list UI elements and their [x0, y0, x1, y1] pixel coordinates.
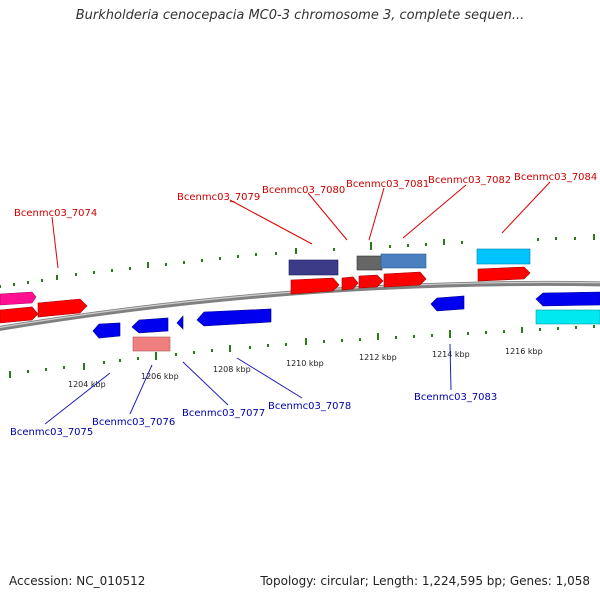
- bottom-labels: Bcenmc03_7075 Bcenmc03_7076 Bcenmc03_707…: [10, 343, 497, 438]
- gene-label-bottom[interactable]: Bcenmc03_7083: [414, 392, 497, 403]
- kbp-label: 1210 kbp: [286, 359, 324, 368]
- gene-block[interactable]: [356, 255, 383, 271]
- gene-arrow-forward[interactable]: [0, 291, 37, 306]
- kbp-label: 1206 kbp: [141, 372, 179, 381]
- leader-line: [229, 199, 313, 245]
- leader-line: [44, 372, 111, 425]
- gene-label-top[interactable]: Bcenmc03_7082: [428, 175, 511, 186]
- kbp-label: 1212 kbp: [359, 353, 397, 362]
- gene-arrow-forward[interactable]: [477, 266, 531, 282]
- leader-line: [129, 364, 153, 415]
- leader-line: [449, 343, 452, 391]
- gene-block[interactable]: [535, 309, 600, 325]
- gene-block[interactable]: [380, 253, 427, 269]
- gene-arrow-reverse[interactable]: [535, 291, 600, 307]
- accession-text: Accession: NC_010512: [9, 574, 146, 588]
- gene-block[interactable]: [476, 248, 531, 265]
- gene-arrow-reverse[interactable]: [131, 317, 169, 334]
- gene-arrow-reverse[interactable]: [430, 295, 465, 312]
- gene-label-top[interactable]: Bcenmc03_7080: [262, 185, 345, 196]
- leader-line: [402, 184, 467, 239]
- leader-line: [307, 192, 348, 241]
- leader-line: [182, 361, 229, 406]
- gene-arrow-forward[interactable]: [37, 298, 88, 318]
- map-title: Burkholderia cenocepacia MC0-3 chromosom…: [75, 8, 525, 23]
- gene-arrow-forward[interactable]: [383, 271, 427, 288]
- tick-row-bottom: [9, 325, 595, 378]
- summary-text: Topology: circular; Length: 1,224,595 bp…: [260, 574, 590, 588]
- leader-line: [368, 187, 385, 241]
- gene-label-bottom[interactable]: Bcenmc03_7075: [10, 427, 93, 438]
- leader-line: [51, 216, 59, 269]
- gene-label-top[interactable]: Bcenmc03_7079: [177, 192, 260, 203]
- gene-label-bottom[interactable]: Bcenmc03_7078: [268, 401, 351, 412]
- kbp-label: 1204 kbp: [68, 380, 106, 389]
- reverse-genes: [92, 291, 600, 352]
- gene-label-top[interactable]: Bcenmc03_7081: [346, 179, 429, 190]
- gene-arrow-forward[interactable]: [290, 277, 340, 295]
- leader-line: [236, 357, 303, 399]
- kbp-labels: 1204 kbp 1206 kbp 1208 kbp 1210 kbp 1212…: [68, 347, 543, 389]
- gene-arrow-forward[interactable]: [341, 276, 359, 291]
- gene-block[interactable]: [288, 259, 339, 276]
- forward-genes: [0, 248, 531, 324]
- gene-label-bottom[interactable]: Bcenmc03_7076: [92, 417, 175, 428]
- kbp-label: 1214 kbp: [432, 350, 470, 359]
- kbp-label: 1208 kbp: [213, 365, 251, 374]
- gene-arrow-forward[interactable]: [358, 274, 384, 289]
- gene-label-top[interactable]: Bcenmc03_7084: [514, 172, 597, 183]
- gene-label-bottom[interactable]: Bcenmc03_7077: [182, 408, 265, 419]
- kbp-label: 1216 kbp: [505, 347, 543, 356]
- leader-line: [501, 181, 551, 234]
- gene-arrow-reverse[interactable]: [176, 315, 184, 330]
- top-labels: Bcenmc03_7074 Bcenmc03_7079 Bcenmc03_708…: [14, 172, 597, 269]
- tick-row-top: [0, 234, 595, 288]
- gene-block[interactable]: [132, 336, 171, 352]
- gene-arrow-reverse[interactable]: [92, 322, 121, 339]
- gene-arrow-reverse[interactable]: [196, 308, 272, 327]
- gene-label-top[interactable]: Bcenmc03_7074: [14, 208, 97, 219]
- gene-arrow-forward[interactable]: [0, 306, 39, 324]
